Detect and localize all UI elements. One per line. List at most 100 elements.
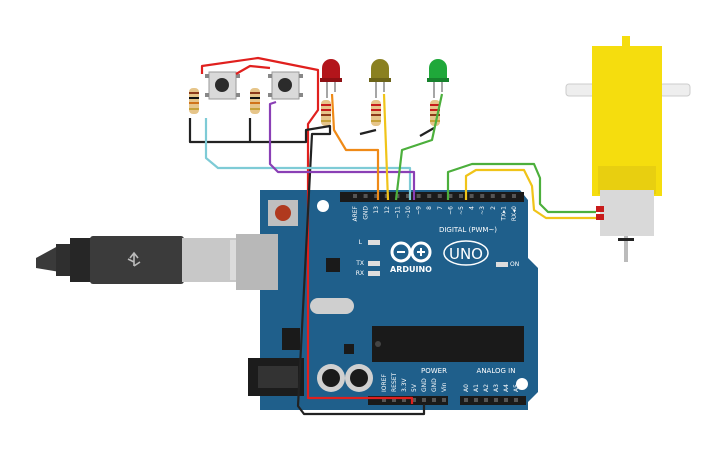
pin-label: 2 — [490, 206, 497, 210]
pin-label: ~3 — [479, 206, 486, 215]
mounting-hole — [516, 378, 528, 390]
header-pin[interactable] — [464, 398, 468, 402]
usb-symbol-icon — [127, 251, 141, 267]
header-pin[interactable] — [437, 194, 442, 198]
led-red[interactable] — [320, 59, 342, 98]
header-pin[interactable] — [412, 398, 416, 402]
resistor-3[interactable] — [321, 100, 331, 126]
header-pin[interactable] — [514, 398, 518, 402]
pin-label: AREF — [352, 205, 359, 221]
led-tx-label: TX — [355, 260, 364, 267]
pin-label: RX◂0 — [511, 206, 518, 221]
header-pin[interactable] — [427, 194, 432, 198]
small-chip — [326, 258, 340, 272]
header-pin[interactable] — [392, 398, 396, 402]
digital-header — [340, 192, 524, 202]
wire-red[interactable] — [200, 56, 414, 404]
wire-orange[interactable] — [330, 93, 380, 200]
pin-label: GND — [431, 378, 438, 392]
wire-purple[interactable] — [268, 100, 416, 200]
mounting-hole — [317, 200, 329, 212]
power-header — [368, 396, 448, 405]
power-label: POWER — [421, 367, 447, 375]
pin-label: 7 — [437, 206, 444, 210]
header-pin[interactable] — [363, 194, 368, 198]
wire-motor-green[interactable] — [446, 162, 596, 214]
header-pin[interactable] — [416, 194, 421, 198]
header-pin[interactable] — [406, 194, 410, 198]
header-pin[interactable] — [501, 194, 506, 198]
resistor-2[interactable] — [250, 88, 260, 114]
led-l-indicator — [368, 240, 380, 245]
led-on-label: ON — [510, 261, 519, 268]
header-pin[interactable] — [422, 398, 426, 402]
pin-label: TX▸1 — [500, 206, 507, 222]
resistor-1[interactable] — [189, 88, 199, 114]
digital-header-label: DIGITAL (PWM~) — [439, 226, 497, 234]
pin-label: 12 — [384, 206, 391, 214]
wire-green[interactable] — [394, 93, 444, 201]
header-pin[interactable] — [494, 398, 498, 402]
pin-label: 13 — [373, 206, 380, 214]
led-tx-indicator — [368, 261, 380, 266]
header-pin[interactable] — [474, 398, 478, 402]
arduino-logo-icon — [390, 241, 432, 263]
resistor-4[interactable] — [371, 100, 381, 126]
pin-label: A1 — [473, 384, 480, 392]
pin-label: A3 — [493, 384, 500, 392]
header-pin[interactable] — [512, 194, 516, 198]
header-pin[interactable] — [374, 194, 379, 198]
led-on-indicator — [496, 262, 508, 267]
header-pin[interactable] — [448, 194, 453, 198]
motor-shaft — [624, 236, 628, 262]
pin-label: ~5 — [458, 206, 465, 215]
header-pin[interactable] — [353, 194, 357, 198]
header-pin[interactable] — [469, 194, 474, 198]
pin-label: ~11 — [394, 206, 401, 219]
pin-label: ~10 — [405, 206, 412, 219]
wires[interactable] — [188, 56, 596, 416]
brand-label: ARDUINO — [390, 265, 432, 274]
header-pin[interactable] — [382, 398, 386, 402]
header-pin[interactable] — [402, 398, 406, 402]
pin-label: ~9 — [416, 206, 423, 215]
model-label: UNO — [449, 245, 483, 263]
header-pin[interactable] — [504, 398, 508, 402]
dc-motor[interactable] — [565, 36, 691, 262]
wire-yellow[interactable] — [382, 93, 390, 201]
pin-label: A2 — [483, 384, 490, 392]
led-l-label: L — [359, 239, 363, 246]
header-pin[interactable] — [480, 194, 485, 198]
header-pin[interactable] — [484, 398, 488, 402]
led-green[interactable] — [427, 59, 449, 98]
wire-cyan[interactable] — [204, 118, 412, 200]
usb-port — [236, 234, 278, 290]
microcontroller-chip — [372, 326, 524, 362]
motor-body — [600, 190, 654, 236]
model-badge — [443, 240, 489, 266]
analog-label: ANALOG IN — [477, 367, 516, 375]
header-pin[interactable] — [459, 194, 463, 198]
arduino-board[interactable]: L TX RX ON ARDUINO UNO DIGITAL (PWM~) AR… — [236, 190, 538, 410]
regulator — [282, 328, 300, 350]
pin-label: IOREF — [381, 374, 388, 392]
crystal — [310, 298, 354, 314]
pin-label: GND — [421, 378, 428, 392]
pushbutton-1[interactable] — [205, 71, 240, 100]
analog-header — [460, 396, 526, 405]
header-pin[interactable] — [442, 398, 446, 402]
pin-label: A0 — [463, 384, 470, 392]
header-pin[interactable] — [432, 398, 436, 402]
wire-black[interactable] — [188, 118, 426, 416]
led-yellow[interactable] — [369, 59, 391, 98]
usb-cable[interactable] — [36, 236, 260, 284]
led-rx-label: RX — [356, 270, 364, 277]
pushbutton-2[interactable] — [268, 71, 303, 100]
wire-motor-yellow[interactable] — [464, 168, 596, 220]
header-pin[interactable] — [490, 194, 495, 198]
pin-label: 5V — [411, 383, 418, 392]
